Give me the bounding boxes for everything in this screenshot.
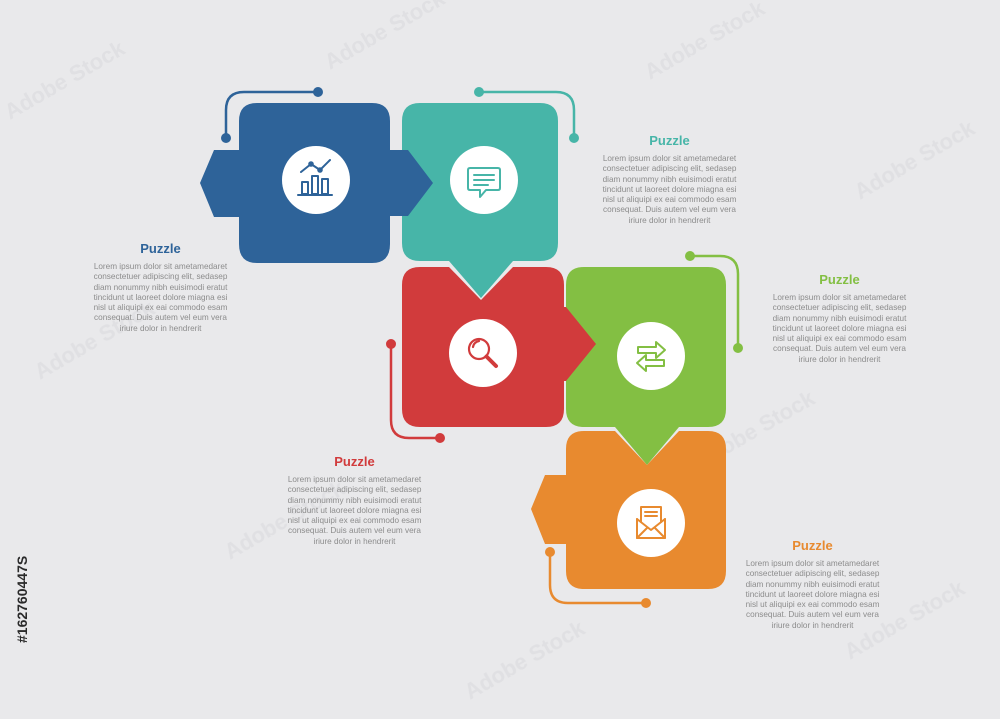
step-title: Puzzle (334, 454, 375, 469)
teal-connector (477, 90, 576, 140)
watermark-text: Adobe Stock (0, 35, 130, 124)
magnifier-icon (467, 337, 498, 368)
red-icon-disc (449, 319, 517, 387)
teal-connector-dot (569, 133, 579, 143)
teal-connector-dot (474, 87, 484, 97)
bar-chart-icon (297, 159, 333, 196)
blue-connector-dot (313, 87, 323, 97)
exchange-arrows-icon (636, 341, 666, 372)
orange-connector (548, 550, 648, 605)
watermark-text: Adobe Stock (460, 615, 590, 704)
step-title: Puzzle (649, 133, 690, 148)
step-text-orange: Puzzle Lorem ipsum dolor sit ametamedare… (740, 538, 885, 631)
orange-icon-disc (617, 489, 685, 557)
step-description: Lorem ipsum dolor sit ametamedaret conse… (287, 475, 422, 546)
watermark-text: Adobe Stock (320, 0, 450, 74)
orange-connector-dot (545, 547, 555, 557)
mail-letter-icon (636, 506, 666, 539)
connectors (224, 90, 740, 605)
stock-id-text: #162760447S (14, 556, 30, 643)
red-connector (389, 342, 442, 440)
stock-id-label: #162760447S (14, 556, 30, 643)
watermark-text: Adobe Stock (640, 0, 770, 84)
green-icon-disc (617, 322, 685, 390)
step-text-red: Puzzle Lorem ipsum dolor sit ametamedare… (282, 454, 427, 547)
blue-connector (224, 90, 320, 140)
green-connector-dot (685, 251, 695, 261)
step-description: Lorem ipsum dolor sit ametamedaret conse… (745, 559, 880, 630)
step-description: Lorem ipsum dolor sit ametamedaret conse… (772, 293, 907, 364)
step-description: Lorem ipsum dolor sit ametamedaret conse… (602, 154, 737, 225)
blue-icon-disc (282, 146, 350, 214)
watermark-text: Adobe Stock (850, 115, 980, 204)
green-connector-dot (733, 343, 743, 353)
red-connector-dot (386, 339, 396, 349)
blue-connector-dot (221, 133, 231, 143)
red-connector-dot (435, 433, 445, 443)
step-text-green: Puzzle Lorem ipsum dolor sit ametamedare… (767, 272, 912, 365)
green-connector (688, 254, 740, 350)
step-text-teal: Puzzle Lorem ipsum dolor sit ametamedare… (597, 133, 742, 226)
step-title: Puzzle (792, 538, 833, 553)
step-title: Puzzle (140, 241, 181, 256)
step-text-blue: Puzzle Lorem ipsum dolor sit ametamedare… (88, 241, 233, 334)
step-title: Puzzle (819, 272, 860, 287)
icon-discs (282, 146, 685, 557)
orange-connector-dot (641, 598, 651, 608)
chat-message-icon (467, 167, 501, 198)
connector-dots (221, 87, 743, 608)
step-description: Lorem ipsum dolor sit ametamedaret conse… (93, 262, 228, 333)
